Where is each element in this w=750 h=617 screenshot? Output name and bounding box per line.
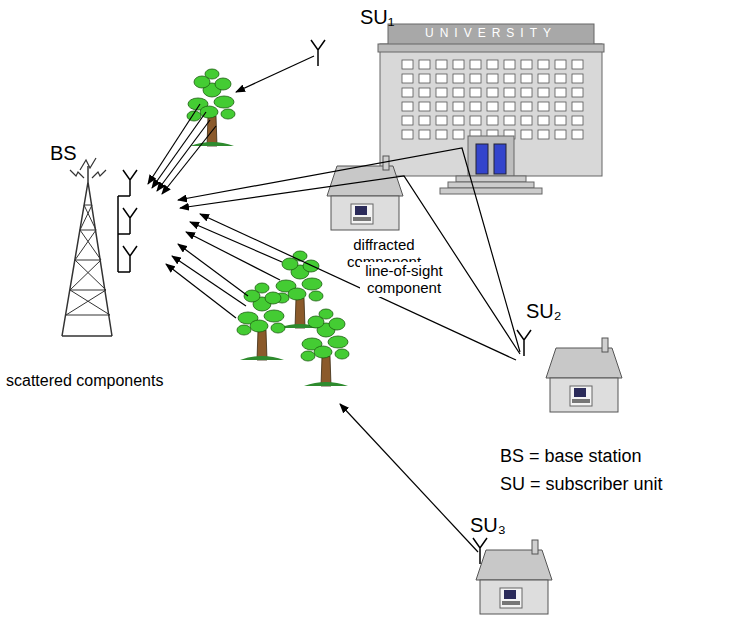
house [327, 156, 403, 230]
base-station-label: BS [50, 142, 77, 165]
tree [187, 69, 235, 146]
building-sign: UNIVERSITY [388, 27, 594, 41]
path-label: scattered components [6, 372, 163, 390]
antenna [123, 208, 137, 234]
antenna [123, 170, 137, 196]
base-station-tower [62, 158, 112, 336]
university-building [378, 24, 604, 194]
tree [237, 283, 285, 360]
house [546, 338, 622, 412]
subscriber-label: SU₂ [526, 300, 562, 323]
house [476, 540, 552, 614]
tree [301, 309, 349, 386]
subscriber-label: SU₁ [360, 6, 395, 29]
legend-text: BS = base station [500, 446, 642, 467]
antenna [311, 40, 325, 66]
subscriber-label: SU₃ [470, 514, 506, 537]
antenna [123, 246, 137, 272]
antenna-array [118, 196, 130, 272]
legend-text: SU = subscriber unit [500, 474, 663, 495]
path-label: line-of-sight component [360, 262, 448, 297]
antenna [473, 538, 487, 564]
propagation-paths [148, 56, 520, 552]
